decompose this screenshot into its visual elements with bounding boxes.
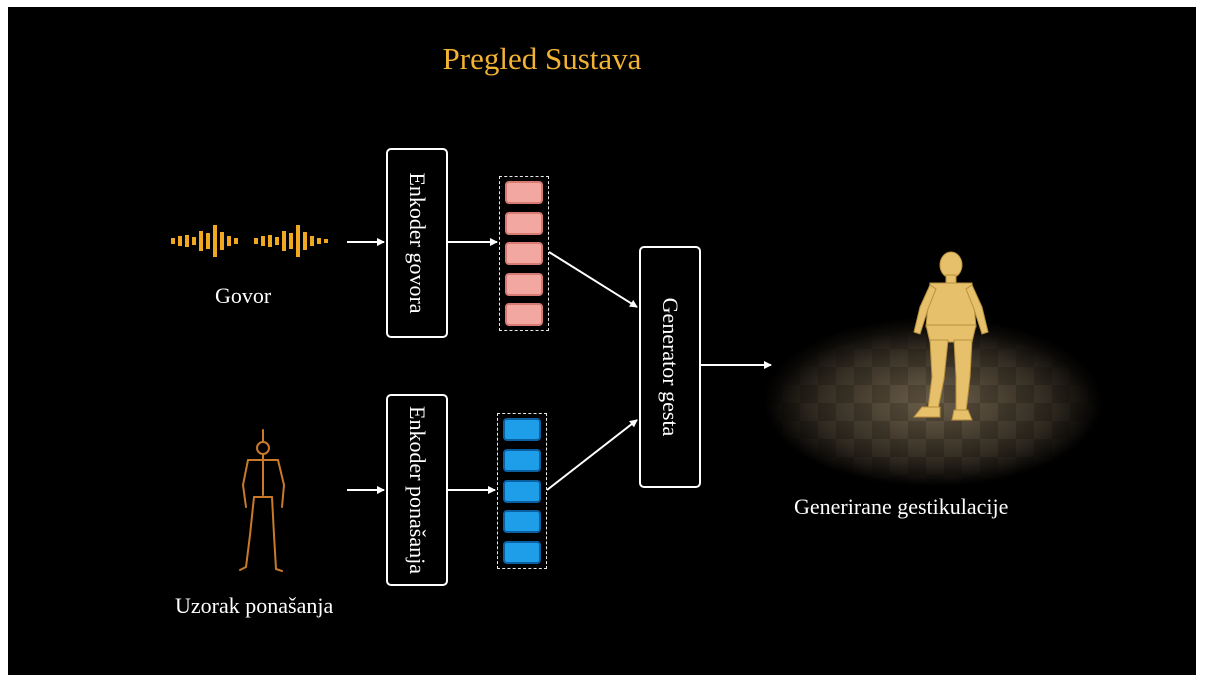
diagram-connectors [171,225,1103,572]
behavior-input-label: Uzorak ponašanja [175,593,334,618]
speech-feature-cell [505,272,543,296]
slide: Pregled Sustava [8,7,1196,675]
arrow-speech-features-to-generator [548,251,638,308]
gesture-generator-block: Generator gesta [639,246,701,488]
behavior-feature-cell [503,479,541,503]
speech-encoder-label: Enkoder govora [405,172,430,314]
speech-input-label: Govor [215,283,272,308]
behavior-feature-cell [503,541,541,564]
output-label: Generirane gestikulacije [794,494,1009,519]
speech-feature-cell [505,181,543,204]
speech-feature-vector [499,176,549,331]
behavior-encoder-label: Enkoder ponašanja [405,406,430,574]
slide-title: Pregled Sustava [442,41,642,76]
arrow-behavior-features-to-generator [546,419,638,491]
behavior-feature-vector [497,413,547,569]
behavior-feature-cell [503,418,541,441]
avatar-figure [763,251,1103,487]
speech-feature-cell [505,211,543,235]
behavior-feature-cell [503,510,541,534]
speech-feature-cell [505,303,543,326]
skeleton-figure-icon [239,429,285,572]
behavior-feature-cell [503,448,541,472]
speech-feature-cell [505,242,543,265]
gesture-generator-label: Generator gesta [658,297,683,437]
audio-waveform-icon [171,225,328,257]
behavior-encoder-block: Enkoder ponašanja [386,394,448,586]
speech-encoder-block: Enkoder govora [386,148,448,338]
